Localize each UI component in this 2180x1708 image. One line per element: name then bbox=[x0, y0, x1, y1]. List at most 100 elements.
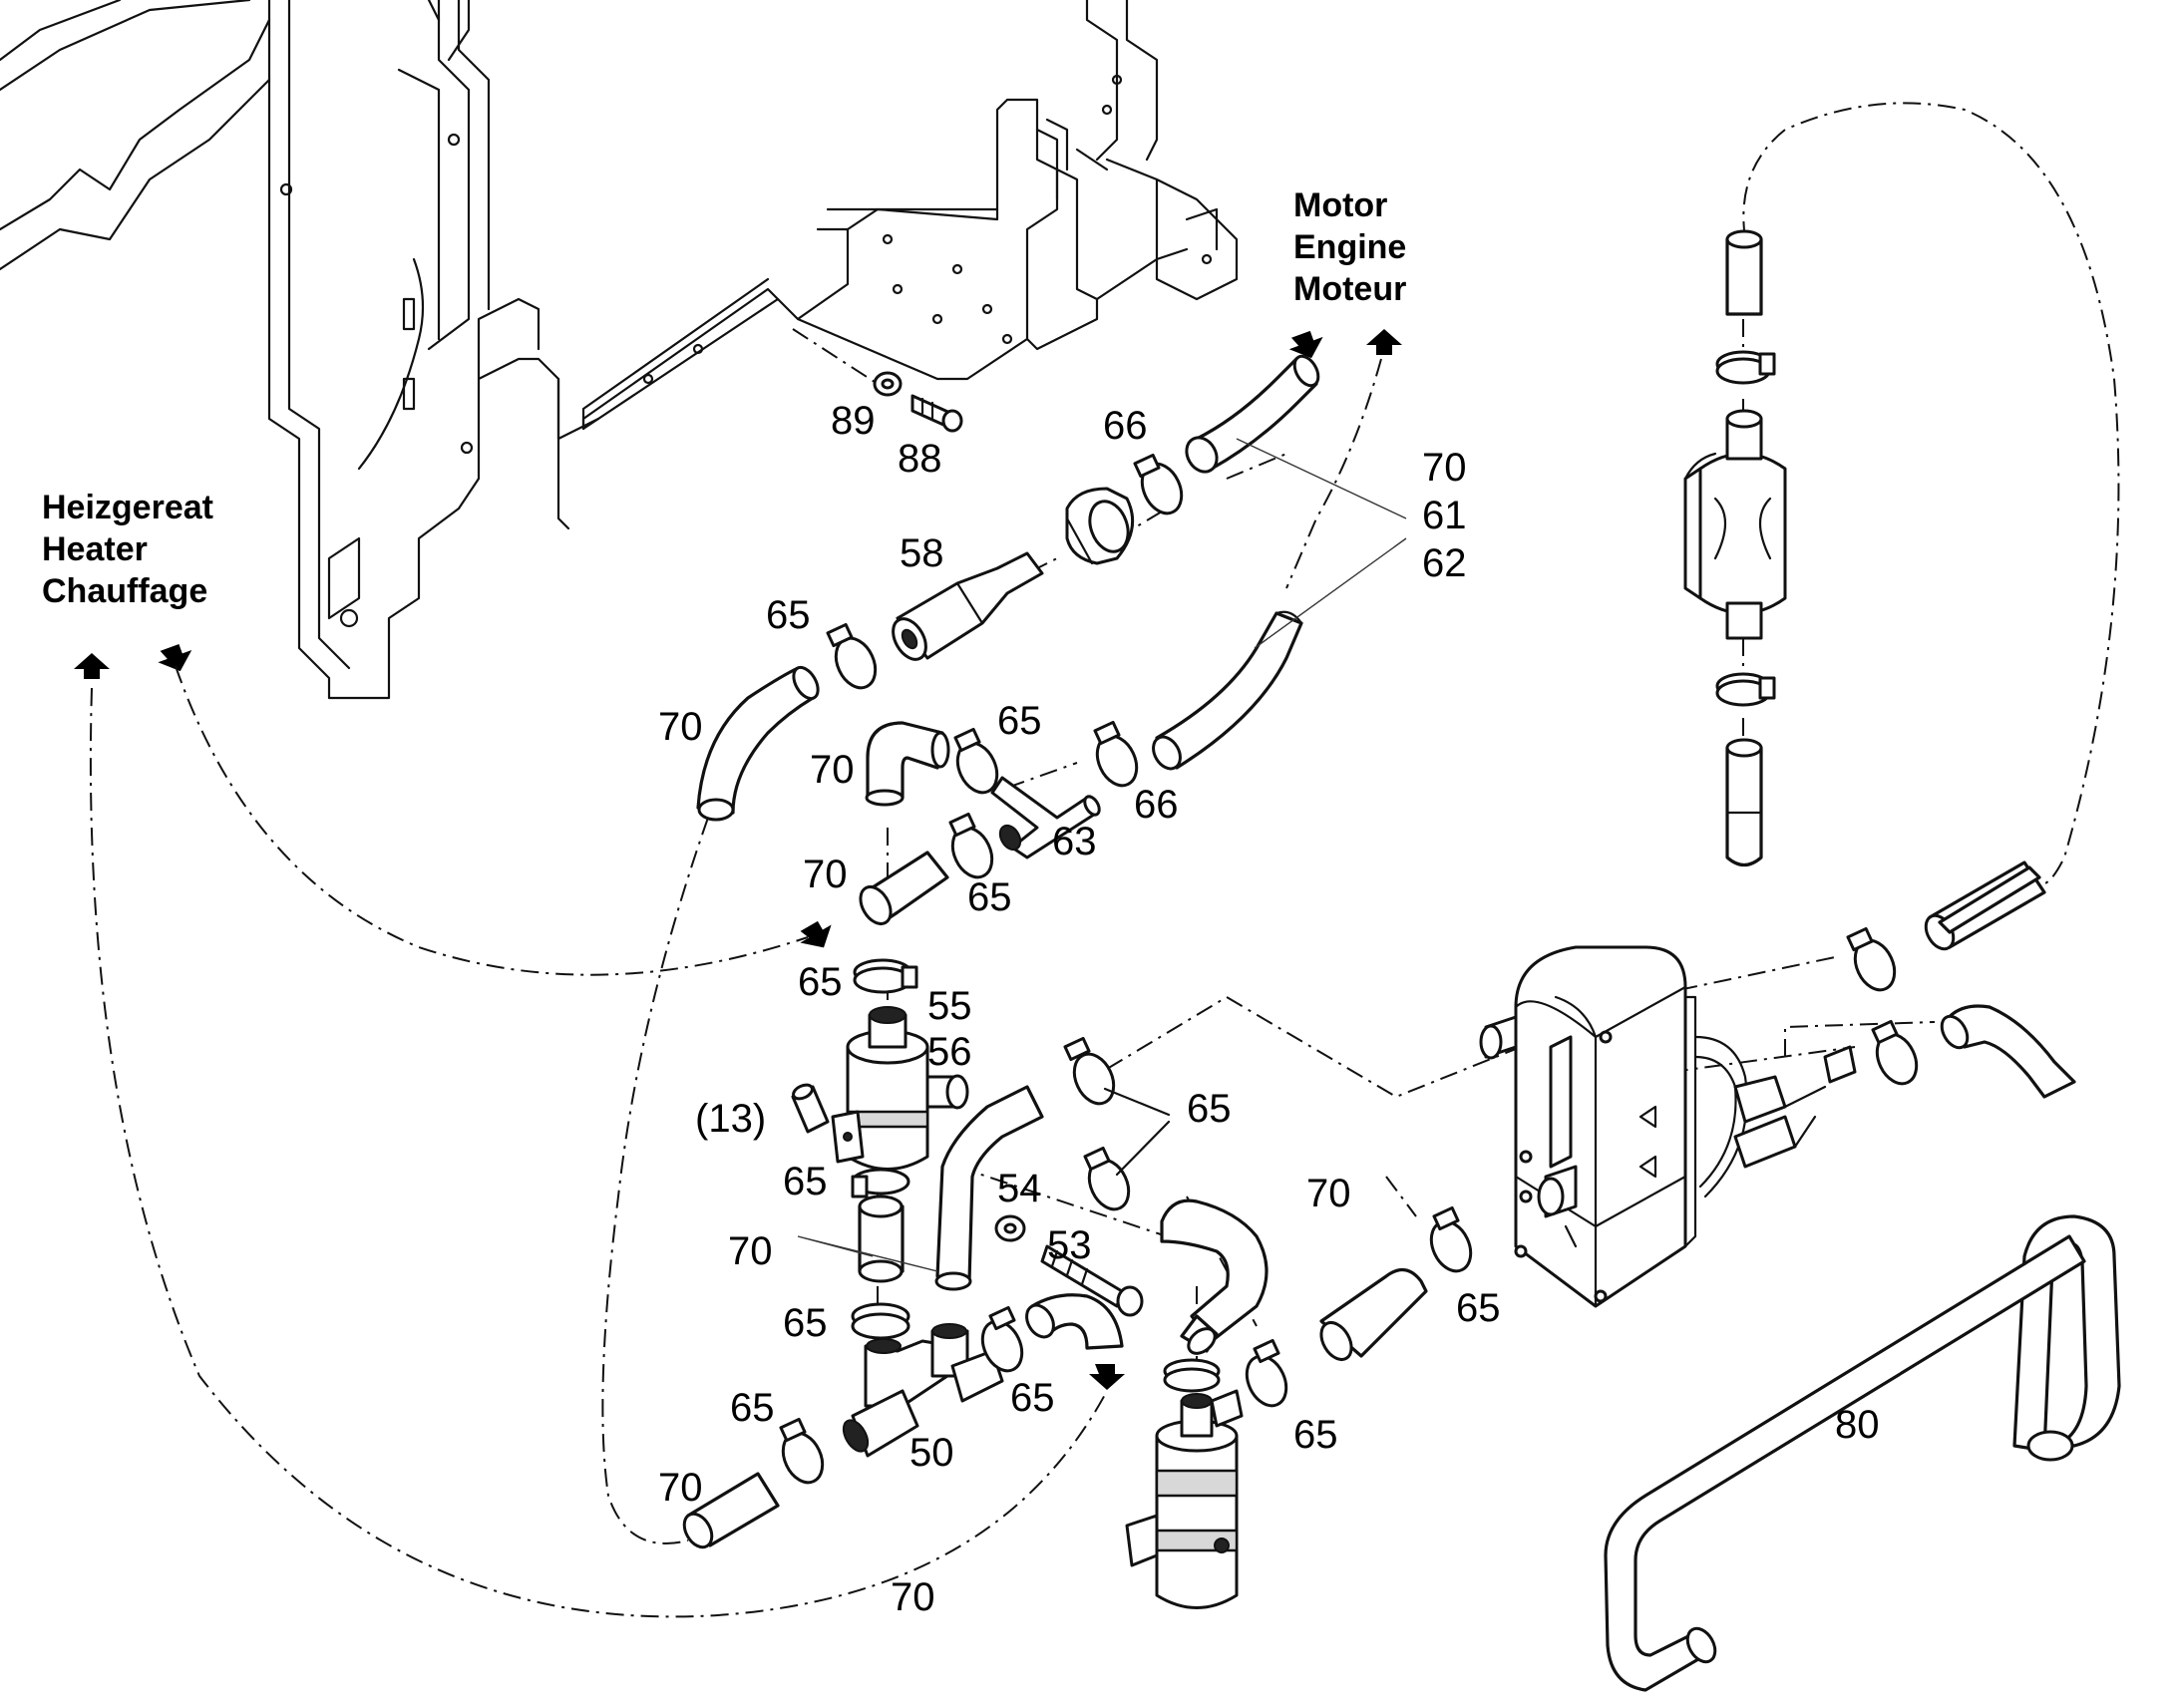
motor-heading-line-3: Moteur bbox=[1293, 270, 1406, 308]
flow-line-motor-return bbox=[1285, 358, 1382, 589]
heater-heading-line-3: Chauffage bbox=[42, 572, 207, 610]
callout-70-upper-left: 70 bbox=[658, 705, 703, 749]
callout-65-pair: 65 bbox=[1187, 1087, 1232, 1131]
clamp-65-pair-upper bbox=[1063, 1036, 1116, 1106]
hose-80 bbox=[1604, 1214, 2121, 1692]
hose-70-curved-small bbox=[1025, 1293, 1124, 1350]
bolt-53 bbox=[1040, 1244, 1144, 1317]
hose-heater-right-lower bbox=[1940, 1004, 2076, 1099]
flow-line-heater-left-loop bbox=[89, 687, 1108, 1618]
clamp-65-tee-right bbox=[980, 1305, 1024, 1373]
flow-up-arrow-icon bbox=[1366, 329, 1402, 355]
callout-80: 80 bbox=[1835, 1403, 1880, 1447]
callout-65-valve-top: 65 bbox=[798, 960, 843, 1004]
hose-70-lower-left bbox=[682, 1472, 780, 1549]
clamp-65-lower-left bbox=[779, 1417, 825, 1485]
hose-70-elbow bbox=[865, 721, 950, 807]
callout-66-mid: 66 bbox=[1134, 783, 1179, 827]
bolt-88 bbox=[910, 394, 963, 433]
heater-unit bbox=[1479, 945, 1857, 1308]
clamp-65-valve-bottom bbox=[851, 1168, 910, 1198]
clamp-65-pump-right bbox=[1245, 1338, 1288, 1408]
callout-70-bottom: 70 bbox=[891, 1575, 935, 1619]
callout-70-short: 70 bbox=[803, 853, 848, 896]
callout-65-heater-inlet: 65 bbox=[1456, 1286, 1501, 1330]
callout-55: 55 bbox=[927, 984, 972, 1028]
clamp-65-tee-upper bbox=[851, 1302, 910, 1340]
circulation-pump bbox=[1125, 1389, 1244, 1609]
callout-65-pump: 65 bbox=[1293, 1413, 1338, 1457]
heater-heading: Heizgereat Heater Chauffage bbox=[42, 489, 213, 610]
assembly-line-89-88 bbox=[792, 328, 879, 385]
callout-63: 63 bbox=[1052, 820, 1097, 863]
callout-65-mid: 65 bbox=[997, 699, 1042, 743]
heater-up-arrow-icon bbox=[74, 653, 110, 679]
callout-65-valve-bottom: 65 bbox=[783, 1160, 828, 1203]
tee-63 bbox=[990, 776, 1101, 859]
leader-65-pair bbox=[1103, 1087, 1171, 1177]
callout-65-tee-right: 65 bbox=[1010, 1376, 1055, 1420]
hose-70-s-curve bbox=[1160, 1198, 1269, 1355]
motor-heading-line-2: Engine bbox=[1293, 228, 1406, 266]
washer-89 bbox=[873, 371, 903, 397]
callout-62: 62 bbox=[1422, 541, 1467, 585]
clamp-66-mid bbox=[1093, 720, 1139, 788]
flow-line-right-loop bbox=[1742, 102, 2120, 885]
mounting-plate bbox=[581, 0, 1239, 431]
callout-50: 50 bbox=[909, 1431, 954, 1475]
clamp-top-right-upper bbox=[1715, 350, 1776, 385]
callout-70-top-right: 70 bbox=[1422, 446, 1467, 490]
hose-70-upper-left bbox=[696, 665, 820, 822]
flow-down-arrow-icon bbox=[1288, 330, 1323, 359]
callout-89: 89 bbox=[831, 399, 876, 443]
clamp-65-upper-left bbox=[826, 622, 878, 690]
hose-right-short bbox=[1938, 865, 2041, 934]
leader-lines bbox=[797, 438, 1407, 1272]
callout-53: 53 bbox=[1047, 1223, 1092, 1267]
callout-65-upper-left: 65 bbox=[766, 593, 811, 637]
clamp-65-heater-right-lower bbox=[1871, 1019, 1919, 1086]
flow-arrow-lower-icon bbox=[1089, 1364, 1125, 1390]
washer-54 bbox=[994, 1214, 1026, 1242]
callout-13: (13) bbox=[695, 1097, 766, 1141]
flow-line-to-boiler bbox=[1076, 995, 1522, 1099]
clamp-65-lower-mid bbox=[948, 812, 994, 879]
callout-70-lower-left: 70 bbox=[658, 1466, 703, 1510]
hose-70-vertical-short bbox=[858, 1195, 905, 1283]
callout-54: 54 bbox=[997, 1167, 1042, 1210]
clamp-65-pump-top bbox=[1163, 1358, 1221, 1393]
motor-heading: Motor Engine Moteur bbox=[1293, 186, 1406, 308]
hose-70-to-heater-lower bbox=[1319, 1268, 1428, 1361]
callout-88: 88 bbox=[898, 437, 942, 481]
callout-labels: 89 88 66 70 61 62 58 65 70 65 70 66 63 7… bbox=[658, 399, 1880, 1619]
pin-13 bbox=[791, 1083, 830, 1134]
pipe-top-right-lower bbox=[1725, 738, 1763, 867]
hose-70-long-curve bbox=[934, 1085, 1044, 1291]
callout-65-lower-mid: 65 bbox=[967, 875, 1012, 919]
clamp-top-right-lower bbox=[1715, 672, 1776, 707]
clamp-65-pair-lower bbox=[1083, 1146, 1131, 1211]
grommet bbox=[1065, 487, 1135, 565]
heater-heading-line-1: Heizgereat bbox=[42, 489, 213, 526]
heater-down-arrow-icon bbox=[158, 643, 192, 672]
pipe-top-right bbox=[1725, 229, 1763, 316]
flow-line-heater-to-valve bbox=[175, 665, 809, 976]
callout-66-top: 66 bbox=[1103, 404, 1148, 448]
callout-61: 61 bbox=[1422, 494, 1467, 537]
callout-56: 56 bbox=[927, 1030, 972, 1074]
clamp-65-heater-right-upper bbox=[1846, 926, 1897, 992]
flow-arrow-mid-icon bbox=[800, 920, 832, 948]
adapter-58 bbox=[892, 551, 1044, 661]
heat-exchanger-top-right bbox=[1683, 409, 1787, 640]
clamp-65-valve-top bbox=[853, 958, 918, 994]
flow-line-left-hose-loop bbox=[601, 817, 709, 1544]
callout-70-pair: 70 bbox=[728, 1229, 773, 1273]
tee-50 bbox=[842, 1323, 1004, 1458]
hose-61-62 bbox=[1152, 610, 1303, 771]
callout-70-s-curve: 70 bbox=[1306, 1172, 1351, 1215]
heater-heading-line-2: Heater bbox=[42, 530, 148, 568]
flow-line-upper-stack bbox=[887, 453, 1287, 897]
callout-65-tee-upper: 65 bbox=[783, 1301, 828, 1345]
clamp-65-mid bbox=[953, 727, 999, 795]
